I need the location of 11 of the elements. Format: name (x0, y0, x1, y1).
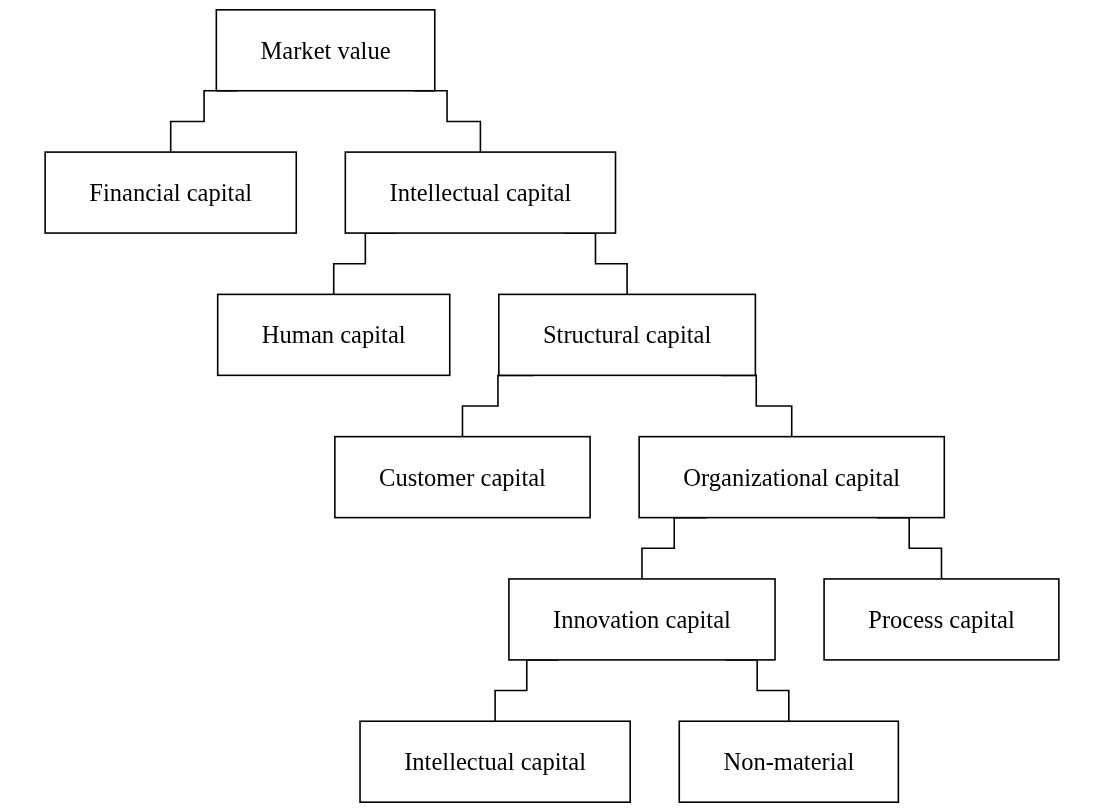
node-box: Structural capital (498, 293, 757, 377)
node-box: Intellectual capital (359, 720, 631, 803)
node-box: Customer capital (334, 435, 591, 519)
node-box: Organizational capital (638, 435, 946, 519)
node-box: Financial capital (44, 151, 298, 234)
node-box: Non-material (678, 720, 900, 803)
node-box: Human capital (216, 293, 451, 377)
node-box: Process capital (823, 578, 1060, 661)
node-box: Innovation capital (508, 578, 776, 661)
node-box: Market value (215, 9, 436, 92)
node-box: Intellectual capital (344, 151, 617, 234)
